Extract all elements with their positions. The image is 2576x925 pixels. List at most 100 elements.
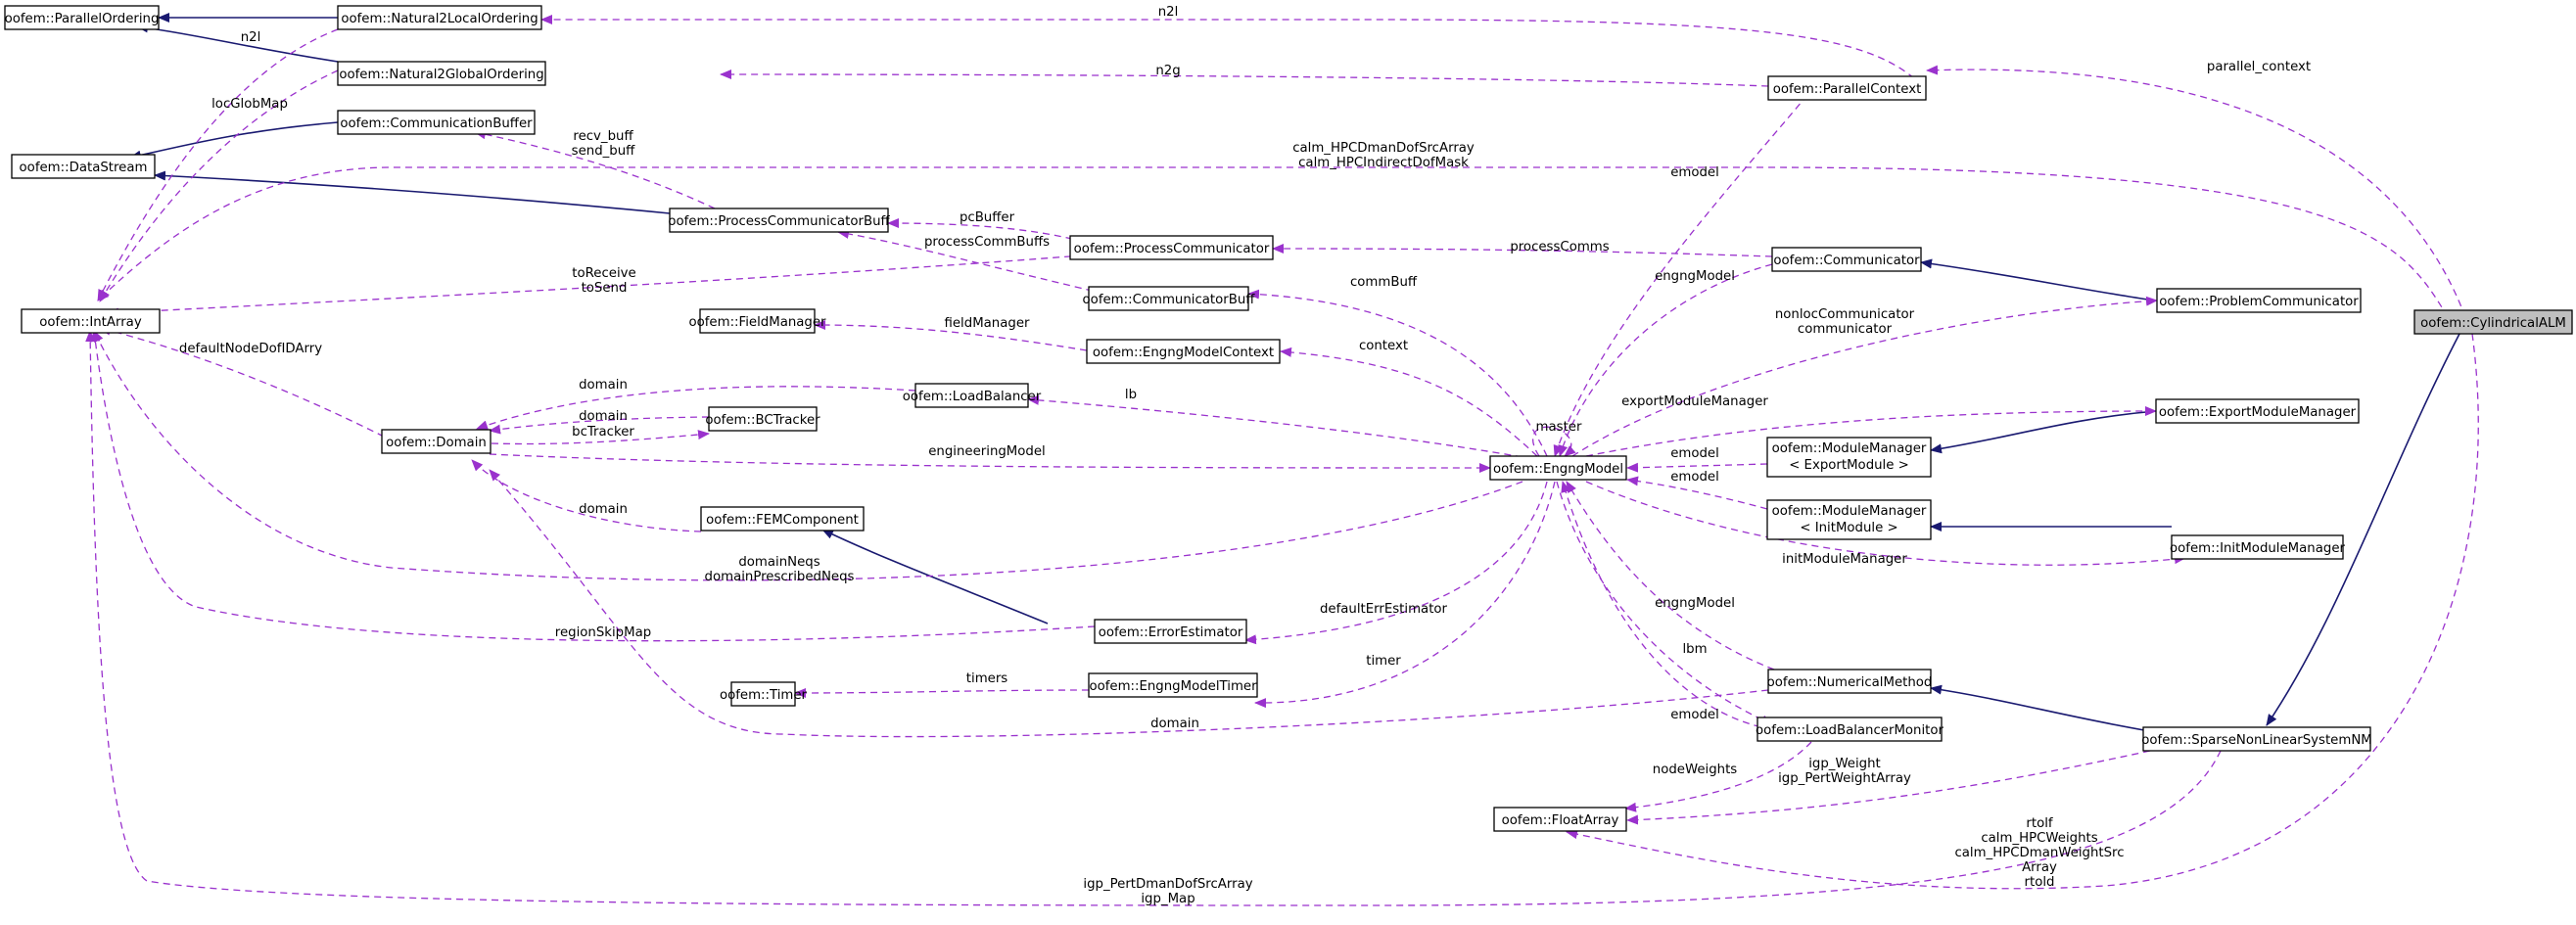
edge-toreceive-tosend (107, 254, 1096, 318)
edge-commbuff (1247, 289, 1548, 457)
node-data-stream[interactable]: oofem::DataStream (11, 154, 156, 179)
label-calm-hpc-1: calm_HPCDmanDofSrcArray (1292, 141, 1475, 156)
node-parallel-context[interactable]: oofem::ParallelContext (1767, 75, 1927, 101)
node-label: oofem::Domain (386, 436, 487, 450)
node-process-communicator-buff[interactable]: oofem::ProcessCommunicatorBuff (668, 208, 891, 233)
edge-labels: n2l n2l n2g parallel_context locGlobMap … (179, 5, 2311, 906)
node-label: oofem::CommunicationBuffer (340, 116, 533, 131)
node-bc-tracker[interactable]: oofem::BCTracker (705, 406, 820, 432)
node-label: oofem::ErrorEstimator (1099, 625, 1243, 640)
label-regionskipmap: regionSkipMap (555, 625, 651, 640)
label-engineeringmodel: engineeringModel (928, 444, 1045, 459)
node-label: oofem::DataStream (20, 161, 148, 175)
node-engng-model[interactable]: oofem::EngngModel (1489, 455, 1627, 481)
node-natural2global-ordering[interactable]: oofem::Natural2GlobalOrdering (337, 61, 546, 86)
node-label: oofem::SparseNonLinearSystemNM (2141, 733, 2372, 748)
label-n2l-top: n2l (1158, 5, 1179, 20)
edge-engineeringmodel (489, 453, 1491, 473)
node-domain[interactable]: oofem::Domain (381, 429, 492, 454)
label-communicator: communicator (1798, 322, 1893, 337)
edge-initmodulemanager (1585, 481, 2186, 566)
label-toreceive: toReceive (572, 266, 635, 281)
node-label: oofem::FEMComponent (706, 513, 859, 528)
node-numerical-method[interactable]: oofem::NumericalMethod (1767, 669, 1933, 694)
node-cylindrical-alm[interactable]: oofem::CylindricalALM (2413, 309, 2573, 335)
node-field-manager[interactable]: oofem::FieldManager (688, 308, 826, 334)
edge-engngmodel-nm (1566, 481, 1775, 671)
label-emodel-lbm: emodel (1670, 708, 1719, 722)
node-module-manager-export[interactable]: oofem::ModuleManager < ExportModule > (1766, 437, 1932, 478)
edge-exportmodulemanager (1585, 406, 2157, 457)
label-nodeweights: nodeWeights (1653, 763, 1738, 777)
node-natural2local-ordering[interactable]: oofem::Natural2LocalOrdering (337, 5, 542, 30)
label-send-buff: send_buff (572, 144, 635, 159)
edge-emodel-lbm (1561, 481, 1773, 730)
edge-master (1532, 426, 1576, 457)
node-label: oofem::ModuleManager (1772, 441, 1927, 456)
node-load-balancer[interactable]: oofem::LoadBalancer (903, 383, 1042, 408)
label-context: context (1359, 339, 1408, 353)
node-export-module-manager[interactable]: oofem::ExportModuleManager (2155, 398, 2360, 424)
edge-errorestimator-to-femcomponent (821, 529, 1049, 624)
edge-n2l-left (97, 28, 339, 301)
label-pcbuffer: pcBuffer (960, 210, 1015, 225)
edge-parallel-context (1926, 65, 2466, 318)
label-defaulterrestimator: defaultErrEstimator (1320, 602, 1448, 617)
node-label: oofem::ProcessCommunicator (1074, 242, 1270, 256)
label-master: master (1536, 420, 1582, 435)
label-commbuff: commBuff (1350, 275, 1418, 290)
edge-processcommbuffs (837, 228, 1105, 295)
edge-lb (1027, 394, 1523, 458)
node-label: oofem::NumericalMethod (1767, 675, 1933, 690)
node-timer[interactable]: oofem::Timer (720, 681, 808, 707)
node-label: oofem::Natural2LocalOrdering (341, 12, 538, 26)
node-template-label: < InitModule > (1800, 521, 1897, 535)
node-float-array[interactable]: oofem::FloatArray (1493, 807, 1627, 832)
node-label: oofem::BCTracker (705, 413, 820, 428)
edge-cylindricalalm-to-sparsenonlinear (2266, 333, 2460, 726)
label-rtolf: rtolf (2026, 816, 2053, 831)
edge-sparsenonlinear-to-numericalmethod (1930, 684, 2145, 731)
label-exportmodulemanager: exportModuleManager (1621, 394, 1768, 409)
label-emodel-init: emodel (1670, 470, 1719, 485)
label-processcomms: processComms (1510, 240, 1609, 254)
node-sparse-nonlinear-system-nm[interactable]: oofem::SparseNonLinearSystemNM (2141, 726, 2372, 752)
node-label: oofem::InitModuleManager (2170, 541, 2345, 556)
edge-n2l-top (540, 15, 1915, 79)
label-domain-nm: domain (1150, 717, 1199, 731)
label-array: Array (2022, 860, 2057, 875)
node-label: oofem::FieldManager (688, 315, 826, 330)
edge-nodeweights (1624, 741, 1812, 812)
edges (85, 13, 2479, 906)
label-initmodulemanager: initModuleManager (1782, 552, 1907, 567)
edge-domain-nm (489, 469, 1769, 738)
label-igp-pertdmandofsrcarray: igp_PertDmanDofSrcArray (1083, 877, 1252, 892)
node-communicator[interactable]: oofem::Communicator (1771, 247, 1922, 272)
node-int-array[interactable]: oofem::IntArray (21, 308, 161, 334)
node-engng-model-timer[interactable]: oofem::EngngModelTimer (1088, 672, 1258, 698)
node-load-balancer-monitor[interactable]: oofem::LoadBalancerMonitor (1756, 717, 1944, 742)
nodes: oofem::ParallelOrdering oofem::Natural2L… (4, 5, 2573, 832)
node-label: oofem::FloatArray (1502, 813, 1619, 828)
label-bctracker: bcTracker (572, 425, 634, 439)
label-igp-map: igp_Map (1141, 892, 1194, 906)
edge-igp-pertdman (85, 330, 2222, 906)
node-parallel-ordering[interactable]: oofem::ParallelOrdering (4, 5, 160, 30)
label-igp-pertweightarray: igp_PertWeightArray (1778, 771, 1911, 786)
node-module-manager-init[interactable]: oofem::ModuleManager < InitModule > (1766, 499, 1932, 540)
node-label: oofem::ParallelContext (1773, 82, 1922, 97)
edge-regionskipmap (90, 330, 1096, 642)
node-process-communicator[interactable]: oofem::ProcessCommunicator (1069, 235, 1274, 260)
node-communicator-buff[interactable]: oofem::CommunicatorBuff (1083, 286, 1256, 311)
edge-calm-hpc (97, 166, 2449, 318)
node-engng-model-context[interactable]: oofem::EngngModelContext (1086, 339, 1281, 364)
node-communication-buffer[interactable]: oofem::CommunicationBuffer (337, 110, 536, 135)
node-label: oofem::ExportModuleManager (2159, 405, 2357, 420)
node-problem-communicator[interactable]: oofem::ProblemCommunicator (2156, 288, 2362, 313)
edge-timer (1254, 481, 1556, 709)
node-label: oofem::IntArray (39, 315, 142, 330)
node-error-estimator[interactable]: oofem::ErrorEstimator (1094, 619, 1247, 644)
node-fem-component[interactable]: oofem::FEMComponent (700, 506, 865, 532)
node-init-module-manager[interactable]: oofem::InitModuleManager (2170, 534, 2346, 560)
